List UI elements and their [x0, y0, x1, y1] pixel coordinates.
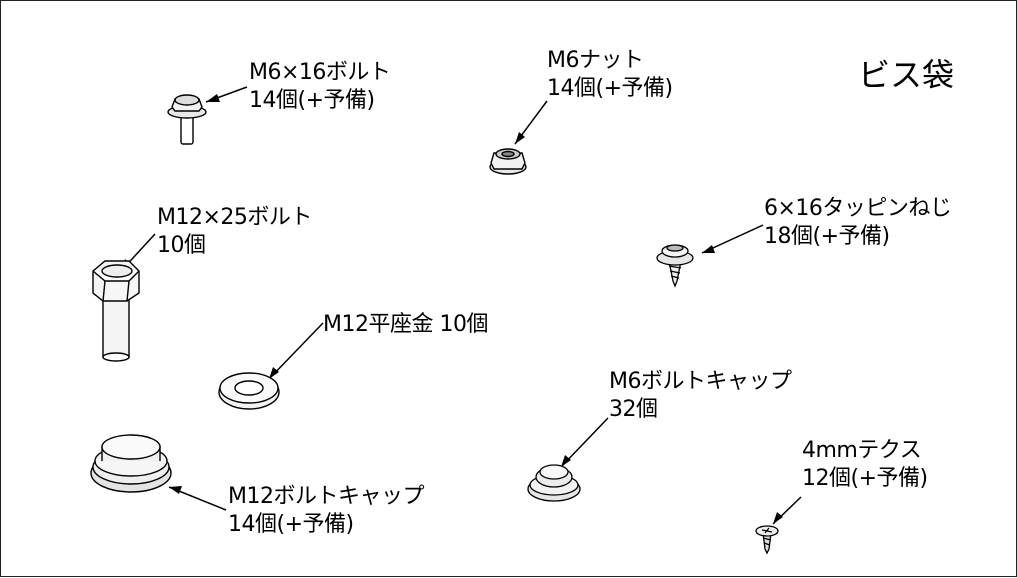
m12-bolt-name: M12×25ボルト: [157, 205, 312, 230]
m12-cap-illustration: [90, 434, 172, 493]
m6-bolt-label: M6×16ボルト 14個(+予備): [249, 59, 391, 115]
m12-bolt-illustration: [92, 260, 140, 362]
m6-cap-name: M6ボルトキャップ: [609, 369, 792, 394]
m12-cap-qty: 14個(+予備): [228, 512, 354, 537]
m6-bolt-name: M6×16ボルト: [249, 60, 391, 85]
tapping-screw-illustration: [656, 244, 694, 288]
tex-screw-illustration: [755, 525, 779, 555]
m12-bolt-label: M12×25ボルト 10個: [157, 204, 312, 260]
m6-nut-qty: 14個(+予備): [547, 76, 673, 101]
m6-nut-name: M6ナット: [547, 48, 644, 73]
m12-cap-label: M12ボルトキャップ 14個(+予備): [228, 483, 424, 539]
m6-bolt-qty: 14個(+予備): [249, 88, 375, 113]
m12-bolt-qty: 10個: [157, 233, 206, 258]
tapping-screw-name: 6×16タッピンねじ: [764, 196, 952, 221]
page-title: ビス袋: [858, 56, 955, 94]
m12-cap-name: M12ボルトキャップ: [228, 484, 424, 509]
m12-washer-label: M12平座金 10個: [323, 311, 488, 339]
tex-screw-qty: 12個(+予備): [802, 466, 928, 491]
m12-washer-name: M12平座金 10個: [323, 312, 488, 337]
leader-m12-washer: [268, 322, 324, 380]
tapping-screw-label: 6×16タッピンねじ 18個(+予備): [764, 195, 952, 251]
m6-cap-label: M6ボルトキャップ 32個: [609, 368, 792, 424]
tex-screw-label: 4mmテクス 12個(+予備): [802, 437, 928, 493]
m6-nut-label: M6ナット 14個(+予備): [547, 47, 673, 103]
tapping-screw-qty: 18個(+予備): [764, 224, 890, 249]
m12-washer-illustration: [218, 372, 280, 410]
m6-nut-illustration: [489, 148, 527, 175]
m6-cap-qty: 32個: [609, 397, 658, 422]
m6-bolt-illustration: [167, 94, 207, 145]
m6-cap-illustration: [527, 464, 581, 502]
tex-screw-name: 4mmテクス: [802, 438, 922, 463]
